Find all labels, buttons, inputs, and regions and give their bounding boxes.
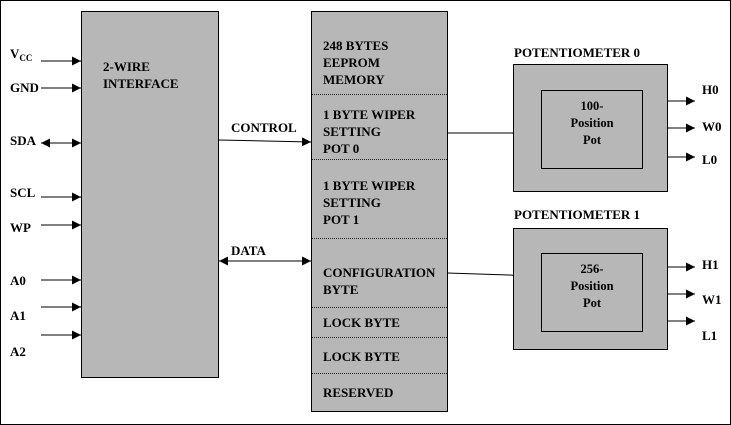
- pin-gnd-label: GND: [10, 80, 39, 95]
- memory-cell-eeprom: 248 BYTES EEPROM MEMORY: [312, 12, 447, 95]
- memory-cell-eeprom-label: 248 BYTES EEPROM MEMORY: [323, 38, 389, 87]
- memory-cell-wiper-pot1-label: 1 BYTE WIPER SETTING POT 1: [323, 178, 416, 227]
- pot0-inner-label: 100- Position Pot: [570, 99, 614, 147]
- memory-cell-reserved: RESERVED: [312, 374, 447, 411]
- pin-vcc-label: VCC: [10, 46, 33, 63]
- pin-w0-label: W0: [702, 119, 722, 134]
- pot0-title: POTENTIOMETER 0: [514, 45, 641, 60]
- control-wire: [218, 137, 312, 147]
- pin-a2-label: A2: [10, 344, 26, 359]
- pin-wp-label: WP: [10, 220, 31, 235]
- data-label: DATA: [231, 243, 266, 258]
- memory-cell-configuration: CONFIGURATION BYTE: [312, 239, 447, 308]
- memory-block: 248 BYTES EEPROM MEMORY 1 BYTE WIPER SET…: [311, 11, 448, 412]
- pin-l1-label: L1: [702, 328, 718, 343]
- pin-h0-label: H0: [702, 82, 719, 97]
- memory-cell-lock-1-label: LOCK BYTE: [323, 315, 400, 330]
- pot1-title: POTENTIOMETER 1: [514, 207, 641, 222]
- control-label: CONTROL: [231, 120, 297, 135]
- pin-scl-label: SCL: [10, 185, 36, 200]
- pin-h1-label: H1: [702, 257, 719, 272]
- pot1-inner-label: 256- Position Pot: [570, 262, 614, 310]
- memory-cell-lock-1: LOCK BYTE: [312, 308, 447, 338]
- pin-a1-label: A1: [10, 308, 26, 323]
- pot1-inner-block: 256- Position Pot: [541, 253, 643, 332]
- two-wire-interface-block: 2-WIRE INTERFACE: [81, 11, 219, 378]
- pin-sda-label: SDA: [10, 133, 37, 148]
- pin-w1-label: W1: [702, 292, 722, 307]
- vcc-subscript: CC: [19, 53, 33, 63]
- memory-cell-lock-2: LOCK BYTE: [312, 338, 447, 374]
- interface-label: 2-WIRE INTERFACE: [103, 59, 179, 91]
- memory-cell-configuration-label: CONFIGURATION BYTE: [323, 265, 436, 297]
- memory-cell-wiper-pot0-label: 1 BYTE WIPER SETTING POT 0: [323, 107, 416, 156]
- memory-cell-wiper-pot0: 1 BYTE WIPER SETTING POT 0: [312, 95, 447, 160]
- pot0-inner-block: 100- Position Pot: [541, 90, 643, 169]
- memory-cell-lock-2-label: LOCK BYTE: [323, 349, 400, 364]
- pin-a0-label: A0: [10, 273, 26, 288]
- memory-cell-wiper-pot1: 1 BYTE WIPER SETTING POT 1: [312, 160, 447, 239]
- pin-l0-label: L0: [702, 152, 718, 167]
- pot0-outer-block: 100- Position Pot: [513, 64, 668, 192]
- pot1-outer-block: 256- Position Pot: [513, 228, 668, 350]
- memory-cell-reserved-label: RESERVED: [323, 385, 394, 400]
